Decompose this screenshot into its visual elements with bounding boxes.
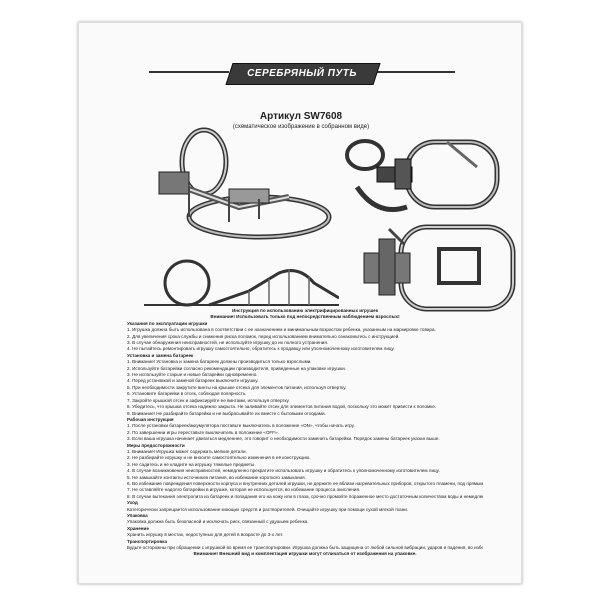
section-line: Упаковка должна быть безопасной и исключ…	[127, 519, 309, 525]
section-line: 3. Не используйте старые и новые батарей…	[127, 372, 258, 378]
instruction-sheet: СЕРЕБРЯНЫЙ ПУТЬ Артикул SW7608 (схематич…	[78, 22, 522, 584]
track-side-figure	[144, 259, 339, 307]
section-line: 7. Закройте крышкой отсек и зафиксируйте…	[127, 397, 290, 403]
section-line: 2. Не разбирайте игрушку и не вносите са…	[127, 455, 311, 461]
section-heading: Указания по эксплуатации игрушки	[127, 320, 208, 326]
track-top-figure	[363, 224, 516, 312]
section-heading: Упаковка	[127, 513, 148, 518]
section-line: 1. Внимание! Игрушка может содержать мел…	[127, 448, 247, 454]
instruction-footer: Внимание! Внешний вид и комплектация игр…	[193, 551, 417, 557]
logo-text: СЕРЕБРЯНЫЙ ПУТЬ	[247, 68, 357, 79]
section-heading: Хранение	[127, 525, 149, 531]
section-heading: Рабочая инструкция	[127, 416, 174, 422]
section-line: 2. Используйте батарейки согласно рекоме…	[127, 365, 346, 371]
instruction-text: Инструкция по использованию электрифицир…	[127, 308, 483, 558]
section-line: 8. В случае вытекания электролита из бат…	[127, 493, 483, 499]
article-number: Артикул SW7608	[259, 111, 343, 122]
section-line: 8. Убедитесь, что крышка отсека надежно …	[127, 404, 437, 410]
instruction-warning: Внимание! Использовать только под непоср…	[210, 314, 400, 320]
brand-logo: СЕРЕБРЯНЫЙ ПУТЬ	[79, 53, 523, 93]
track-loop-figure	[158, 127, 332, 240]
section-line: 4. Перед установкой и заменой батареек в…	[127, 378, 259, 384]
section-heading: Меры предосторожности	[127, 442, 185, 448]
section-line: 2. По завершении игры переставьте выключ…	[127, 429, 279, 435]
section-line: 1. После установки батареек/аккумулятора…	[127, 423, 355, 429]
section-heading: Транспортировка	[127, 538, 168, 544]
article-note: (схематическое изображение в собранном в…	[232, 124, 370, 130]
track-oval-figure	[345, 139, 500, 212]
section-line: 6. Во избежание повреждения поверхности …	[127, 480, 483, 486]
section-line: 7. Не оставляйте надолго батарейки в игр…	[127, 487, 361, 493]
section-line: 6. Установите батарейки в отсек, соблюда…	[127, 391, 247, 397]
section-line: Категорически запрещается использование …	[127, 506, 409, 512]
section-line: 3. Если ваша игрушка начинает двигаться …	[127, 436, 440, 442]
logo-line-left	[149, 71, 229, 73]
section-line: 1. Игрушка должна быть использована в со…	[127, 327, 436, 333]
section-line: 3. Не садитесь и не кладите на игрушку т…	[127, 461, 256, 467]
section-line: 9. Внимание! Не разбирайте батарейки и н…	[127, 410, 326, 416]
section-line: 2. Для увеличения срока службы и снижени…	[127, 333, 400, 339]
section-line: 5. Не замыкайте контакты источников пита…	[127, 474, 306, 480]
instruction-title: Инструкция по использованию электрифицир…	[231, 308, 379, 313]
section-line: 4. В случае возникновения неисправностей…	[127, 468, 440, 474]
section-heading: Установка и замена батареек	[127, 352, 194, 358]
section-heading: Уход	[127, 500, 138, 506]
logo-line-right	[375, 71, 455, 73]
section-line: Хранить игрушку в местах, недоступных дл…	[127, 532, 284, 538]
section-line: 4. Не пытайтесь ремонтировать игрушку са…	[127, 346, 395, 352]
section-line: 1. Внимание! Установка и замена батареек…	[127, 359, 312, 365]
section-line: 3. В случае обнаружения неисправностей, …	[127, 340, 329, 346]
section-line: Будьте осторожны при обращении с игрушко…	[127, 545, 483, 551]
section-line: 5. При необходимости закрутите винты на …	[127, 384, 347, 390]
